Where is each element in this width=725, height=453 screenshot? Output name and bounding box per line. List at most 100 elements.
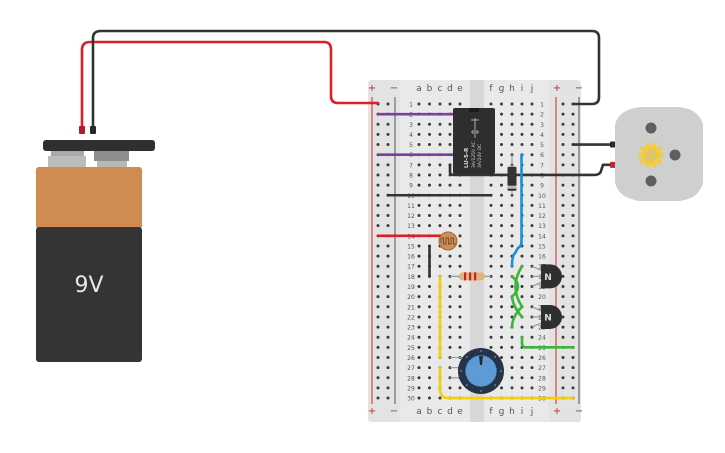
rail-hole[interactable] — [386, 325, 390, 329]
breadboard-hole[interactable] — [448, 143, 452, 147]
breadboard-hole[interactable] — [530, 112, 534, 116]
breadboard-hole[interactable] — [428, 366, 431, 370]
breadboard-hole[interactable] — [428, 295, 431, 299]
breadboard-hole[interactable] — [530, 132, 534, 136]
rail-hole[interactable] — [561, 325, 565, 329]
breadboard-hole[interactable] — [417, 244, 421, 248]
wire-yellow-lower[interactable] — [438, 366, 575, 400]
breadboard-hole[interactable] — [458, 285, 462, 289]
breadboard-hole[interactable] — [448, 295, 452, 299]
breadboard-hole[interactable] — [489, 244, 493, 248]
photoresistor[interactable] — [438, 231, 458, 251]
rail-hole[interactable] — [561, 203, 565, 207]
rail-hole[interactable] — [561, 366, 565, 370]
breadboard-hole[interactable] — [417, 122, 421, 126]
breadboard-hole[interactable] — [510, 376, 514, 380]
rail-hole[interactable] — [386, 143, 390, 147]
wire-green-b[interactable] — [510, 275, 524, 319]
rail-hole[interactable] — [561, 264, 565, 268]
breadboard-hole[interactable] — [500, 224, 503, 228]
rail-hole[interactable] — [376, 132, 380, 136]
rail-hole[interactable] — [376, 376, 380, 380]
rail-hole[interactable] — [561, 335, 565, 339]
breadboard-hole[interactable] — [448, 264, 452, 268]
rail-hole[interactable] — [571, 366, 575, 370]
rail-hole[interactable] — [561, 274, 565, 278]
breadboard-hole[interactable] — [417, 143, 421, 147]
rail-hole[interactable] — [571, 356, 575, 359]
breadboard-hole[interactable] — [520, 132, 524, 136]
breadboard-hole[interactable] — [510, 345, 514, 349]
rail-hole[interactable] — [386, 356, 390, 359]
breadboard-hole[interactable] — [438, 183, 442, 187]
breadboard-hole[interactable] — [520, 122, 524, 126]
breadboard-hole[interactable] — [417, 203, 421, 207]
rail-hole[interactable] — [376, 254, 380, 258]
breadboard-hole[interactable] — [500, 112, 503, 116]
rail-hole[interactable] — [376, 345, 380, 349]
breadboard-hole[interactable] — [500, 386, 503, 390]
breadboard-hole[interactable] — [417, 345, 421, 349]
breadboard-hole[interactable] — [489, 254, 493, 258]
breadboard-hole[interactable] — [500, 203, 503, 207]
breadboard-hole[interactable] — [510, 122, 514, 126]
breadboard-hole[interactable] — [448, 132, 452, 136]
breadboard-hole[interactable] — [530, 102, 534, 106]
breadboard-hole[interactable] — [417, 325, 421, 329]
breadboard-hole[interactable] — [458, 102, 462, 106]
breadboard-hole[interactable] — [530, 163, 534, 167]
breadboard-hole[interactable] — [448, 122, 452, 126]
rail-hole[interactable] — [386, 132, 390, 136]
rail-hole[interactable] — [376, 173, 380, 177]
rail-hole[interactable] — [571, 234, 575, 238]
breadboard-hole[interactable] — [489, 224, 493, 228]
breadboard-hole[interactable] — [500, 244, 503, 248]
breadboard-hole[interactable] — [428, 396, 431, 400]
breadboard-hole[interactable] — [448, 214, 452, 218]
breadboard-hole[interactable] — [500, 285, 503, 289]
breadboard-hole[interactable] — [417, 214, 421, 218]
breadboard-hole[interactable] — [520, 102, 524, 106]
breadboard-hole[interactable] — [417, 335, 421, 339]
breadboard-hole[interactable] — [510, 224, 514, 228]
rail-hole[interactable] — [376, 396, 380, 400]
transistor[interactable]: N — [531, 264, 562, 289]
breadboard-hole[interactable] — [489, 234, 493, 238]
breadboard-hole[interactable] — [530, 366, 534, 370]
breadboard-hole[interactable] — [438, 173, 442, 177]
wire-battery-positive[interactable] — [80, 40, 380, 130]
breadboard-hole[interactable] — [510, 244, 514, 248]
rail-hole[interactable] — [561, 224, 565, 228]
breadboard-hole[interactable] — [428, 224, 431, 228]
breadboard-hole[interactable] — [530, 295, 534, 299]
rail-hole[interactable] — [571, 203, 575, 207]
rail-hole[interactable] — [386, 366, 390, 370]
breadboard-hole[interactable] — [417, 376, 421, 380]
breadboard-hole[interactable] — [417, 132, 421, 136]
breadboard-hole[interactable] — [417, 183, 421, 187]
transistor[interactable]: N — [531, 304, 562, 329]
breadboard-hole[interactable] — [530, 335, 534, 339]
rail-hole[interactable] — [386, 386, 390, 390]
breadboard-hole[interactable] — [500, 214, 503, 218]
rail-hole[interactable] — [571, 153, 575, 157]
rail-hole[interactable] — [376, 386, 380, 390]
rail-hole[interactable] — [561, 305, 565, 309]
rail-hole[interactable] — [571, 315, 575, 319]
rail-hole[interactable] — [561, 244, 565, 248]
rail-hole[interactable] — [571, 244, 575, 248]
rail-hole[interactable] — [386, 315, 390, 319]
breadboard-hole[interactable] — [500, 325, 503, 329]
wire-battery-negative[interactable] — [91, 29, 601, 130]
breadboard-hole[interactable] — [458, 214, 462, 218]
potentiometer-knob[interactable] — [464, 354, 498, 388]
rail-hole[interactable] — [571, 214, 575, 218]
breadboard-hole[interactable] — [530, 254, 534, 258]
rail-hole[interactable] — [561, 214, 565, 218]
rail-hole[interactable] — [376, 285, 380, 289]
breadboard-hole[interactable] — [500, 183, 503, 187]
battery-9v[interactable]: 9V — [36, 140, 155, 362]
rail-hole[interactable] — [386, 163, 390, 167]
rail-hole[interactable] — [571, 376, 575, 380]
